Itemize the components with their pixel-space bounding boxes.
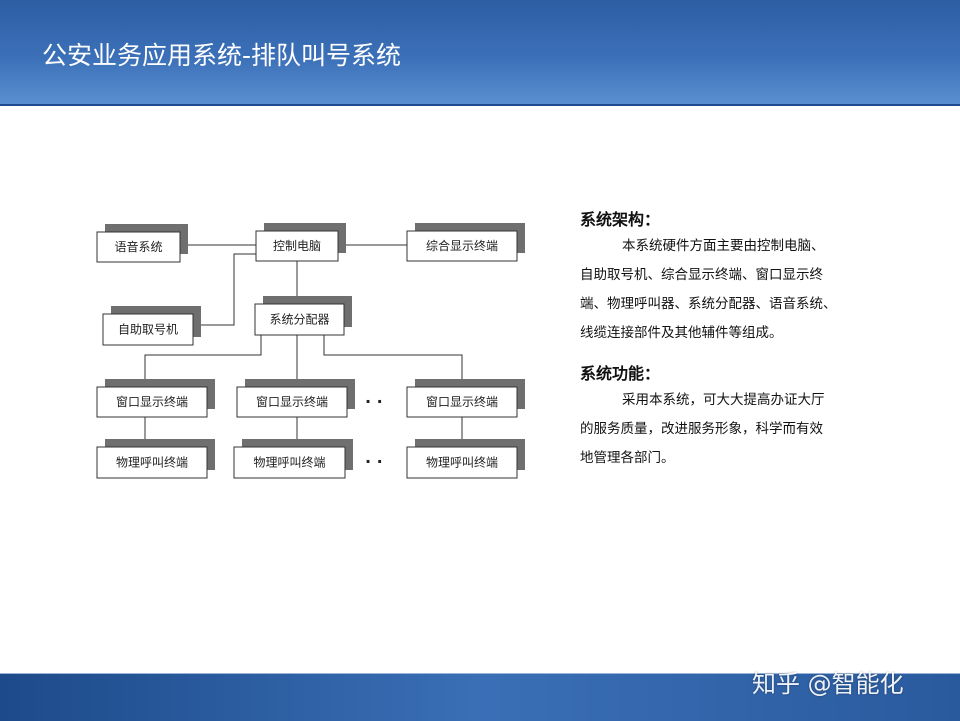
arch-line: 端、物理呼叫器、系统分配器、语音系统、 — [580, 296, 837, 312]
box-label: 自助取号机 — [118, 323, 178, 337]
box-label: 控制电脑 — [273, 239, 321, 253]
distributor-box: 系统分配器 — [254, 296, 352, 336]
footer-bar — [0, 673, 960, 721]
box-frame — [254, 303, 345, 336]
box-frame — [96, 231, 181, 263]
header-bar: 公安业务应用系统-排队叫号系统 — [0, 0, 960, 106]
box-label: 物理呼叫终端 — [253, 455, 325, 470]
box-label: 物理呼叫终端 — [116, 455, 188, 470]
caller-terminal-box: 物理呼叫终端 — [96, 439, 215, 479]
box-label: 窗口显示终端 — [116, 394, 188, 409]
box-frame — [236, 386, 348, 418]
func-heading: 系统功能： — [580, 364, 661, 383]
func-line: 的服务质量，改进服务形象，科学而有效 — [580, 421, 823, 437]
box-frame — [96, 386, 208, 418]
caller-terminal-box: 物理呼叫终端 — [233, 439, 353, 479]
window-display-box: 窗口显示终端 — [406, 379, 525, 418]
box-frame — [102, 313, 194, 346]
arch-heading: 系统架构： — [580, 210, 661, 229]
box-label: 物理呼叫终端 — [426, 455, 498, 470]
caller-terminal-box: 物理呼叫终端 — [406, 439, 525, 479]
main-display-box: 综合显示终端 — [406, 223, 525, 262]
arch-line: 线缆连接部件及其他辅件等组成。 — [580, 325, 783, 341]
kiosk-box: 自助取号机 — [102, 306, 201, 346]
box-label: 窗口显示终端 — [256, 394, 328, 409]
arch-line: 自助取号机、综合显示终端、窗口显示终 — [580, 267, 823, 283]
watermark: 知乎 @智能化 — [752, 670, 904, 698]
ellipsis-row2: · · — [365, 452, 383, 471]
box-frame — [255, 230, 339, 262]
func-line: 采用本系统，可大大提高办证大厅 — [622, 392, 825, 408]
box-frame — [96, 446, 208, 479]
arch-line: 本系统硬件方面主要由控制电脑、 — [622, 238, 825, 254]
box-frame — [406, 386, 518, 418]
box-label: 窗口显示终端 — [426, 394, 498, 409]
window-display-box: 窗口显示终端 — [96, 379, 215, 418]
box-frame — [233, 446, 346, 479]
control-pc-box: 控制电脑 — [255, 223, 346, 262]
func-line: 地管理各部门。 — [580, 450, 675, 466]
box-label: 语音系统 — [114, 239, 162, 254]
box-frame — [406, 230, 518, 262]
info-panel: 系统架构： 本系统硬件方面主要由控制电脑、 自助取号机、综合显示终端、窗口显示终… — [580, 206, 890, 473]
slide-title: 公安业务应用系统-排队叫号系统 — [42, 41, 402, 70]
box-frame — [406, 446, 518, 479]
ellipsis-row1: · · — [365, 392, 383, 411]
voice-box: 语音系统 — [96, 224, 188, 263]
window-display-box: 窗口显示终端 — [236, 379, 355, 418]
box-label: 系统分配器 — [269, 313, 329, 327]
box-label: 综合显示终端 — [426, 238, 498, 253]
